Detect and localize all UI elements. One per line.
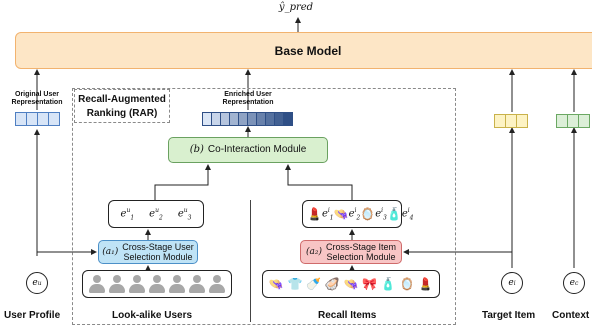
user-module-line2: Selection Module <box>123 252 193 262</box>
recall-item-icon: 👒 <box>268 277 284 291</box>
user-avatar-icon <box>209 274 225 294</box>
target-emb-base: e <box>508 278 514 288</box>
selected-user-embedding: eu1 <box>120 206 135 222</box>
enriched-user-vector <box>202 112 293 126</box>
recall-item-icon: 🎀 <box>362 277 378 291</box>
context-emb-sup: c <box>574 279 579 287</box>
user-emb-sup: u <box>37 279 42 287</box>
item-selection-module: (a₂) Cross-Stage Item Selection Module <box>300 240 402 264</box>
selected-item-embedding: ei2 <box>348 206 361 222</box>
recall-item-icon: 💄 <box>418 277 434 291</box>
selected-users-box: eu1 eu2 eu3 <box>108 200 204 228</box>
lookalike-users-label: Look-alike Users <box>112 310 193 321</box>
user-avatar-icon <box>149 274 165 294</box>
user-avatar-icon <box>189 274 205 294</box>
co-module-tag: (b) <box>189 144 204 155</box>
target-item-label: Target Item <box>482 310 536 321</box>
target-item-vector <box>494 114 528 128</box>
original-rep-label: Original User Representation <box>4 91 70 107</box>
original-user-vector <box>15 112 60 126</box>
selected-user-embedding: eu2 <box>149 206 163 222</box>
user-avatar-icon <box>169 274 185 294</box>
selected-item-embedding: ei1 <box>321 206 334 222</box>
recall-items-label: Recall Items <box>318 310 377 321</box>
context-emb-base: e <box>569 278 575 288</box>
user-module-line1: Cross-Stage User <box>122 242 194 252</box>
recall-item-icon: 👕 <box>287 277 303 291</box>
user-avatar-icon <box>89 274 105 294</box>
co-interaction-module: (b) Co-Interaction Module <box>168 137 328 163</box>
recall-items-box: 👒👕🍼🦪👒🎀🧴🪞💄 <box>262 270 440 298</box>
enriched-rep-label: Enriched User Representation <box>208 91 288 107</box>
context-label: Context <box>552 310 590 321</box>
user-profile-label: User Profile <box>4 310 61 321</box>
hat-icon: 👒 <box>333 207 349 221</box>
item-module-line1: Cross-Stage Item <box>325 242 397 252</box>
context-vector <box>556 114 590 128</box>
user-module-tag: (a₁) <box>102 247 119 257</box>
enriched-rep-line2: Representation <box>222 99 274 106</box>
original-rep-line2: Representation <box>11 99 63 106</box>
selected-items-box: 💄ei1👒ei2🪞ei3🧴ei4 <box>302 200 414 228</box>
enriched-vector-cell <box>283 112 293 126</box>
rar-title-line1: Recall-Augmented <box>78 94 166 105</box>
rar-title-line2: Ranking (RAR) <box>86 108 158 119</box>
selected-user-embedding: eu3 <box>177 206 192 222</box>
original-rep-line1: Original User <box>15 91 59 98</box>
item-module-tag: (a₂) <box>305 247 322 257</box>
user-emb-base: e <box>32 278 38 288</box>
item-module-line2: Selection Module <box>326 252 396 262</box>
co-module-label: Co-Interaction Module <box>207 144 307 155</box>
mirror-icon: 🪞 <box>360 207 376 221</box>
recall-item-icon: 🦪 <box>324 277 340 291</box>
recall-item-icon: 🍼 <box>306 277 322 291</box>
user-avatar-icon <box>129 274 145 294</box>
base-model-block: Base Model <box>15 32 592 69</box>
selected-item-embedding: ei3 <box>375 206 387 222</box>
user-avatar-icon <box>109 274 125 294</box>
lookalike-users-box <box>82 270 232 298</box>
section-divider <box>250 200 251 322</box>
prediction-label: ŷ_pred <box>278 2 314 13</box>
perfume-icon: 🧴 <box>386 207 402 221</box>
selected-item-embedding: ei4 <box>401 206 414 222</box>
user-selection-module: (a₁) Cross-Stage User Selection Module <box>98 240 198 264</box>
lipstick-icon: 💄 <box>307 207 322 221</box>
target-emb-sup: i <box>513 279 516 287</box>
enriched-rep-line1: Enriched User <box>224 91 272 98</box>
rar-frame <box>72 88 456 325</box>
base-model-label: Base Model <box>274 43 342 58</box>
recall-item-icon: 👒 <box>343 277 359 291</box>
recall-item-icon: 🧴 <box>380 277 396 291</box>
recall-item-icon: 🪞 <box>399 277 415 291</box>
rar-title: Recall-Augmented Ranking (RAR) <box>74 89 170 123</box>
